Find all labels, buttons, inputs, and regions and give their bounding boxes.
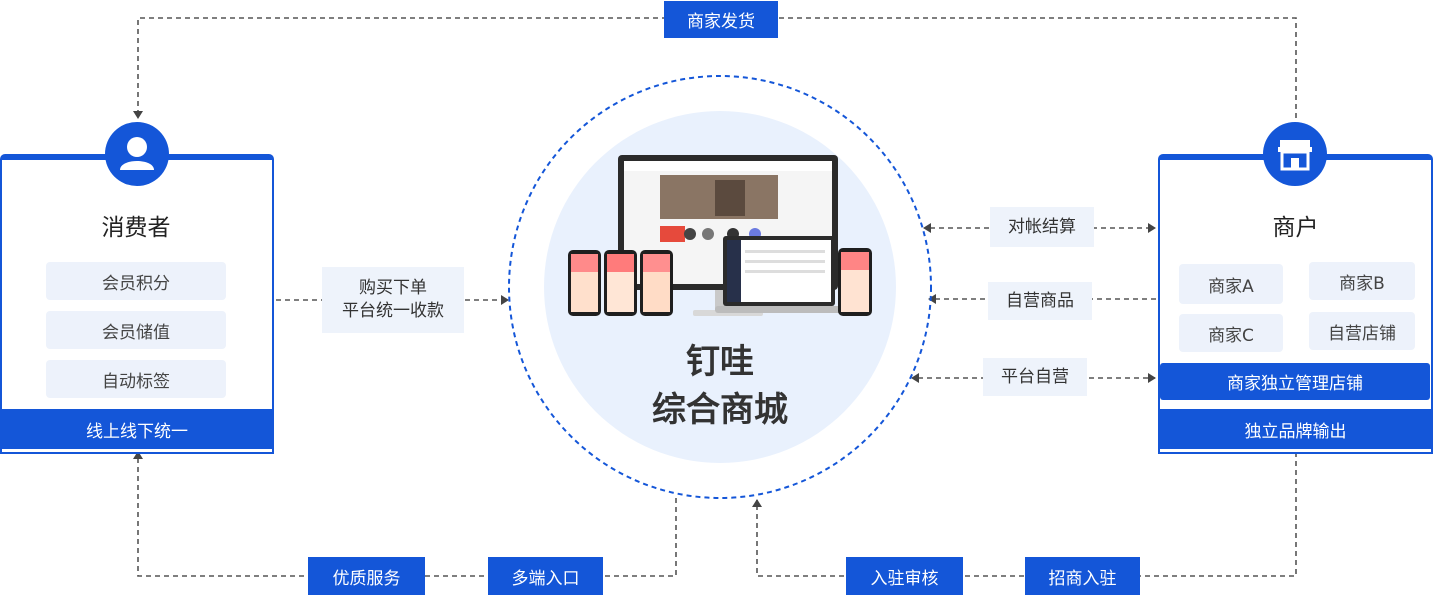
self-operated-label: 平台自营 (983, 358, 1087, 396)
ship-label: 商家发货 (664, 1, 778, 38)
purchase-label: 购买下单 平台统一收款 (322, 267, 464, 333)
consumer-panel (0, 154, 274, 454)
purchase-line1: 购买下单 (359, 278, 427, 298)
center-title-line1: 钉哇 (686, 342, 754, 382)
devices-illustration (568, 155, 872, 316)
center-title-line2: 综合商城 (652, 390, 788, 430)
purchase-line2: 平台统一收款 (342, 301, 444, 321)
consumer-item: 会员储值 (46, 311, 226, 349)
merchant-panel (1158, 154, 1433, 454)
user-icon (105, 122, 169, 186)
merchant-footer: 独立品牌输出 (1158, 409, 1433, 449)
consumer-title: 消费者 (101, 215, 171, 241)
settlement-label: 对帐结算 (990, 207, 1094, 247)
merchant-item: 商家C (1179, 314, 1283, 352)
service-label: 优质服务 (308, 557, 425, 595)
merchant-title: 商户 (1272, 215, 1319, 241)
merchant-item: 商家A (1179, 264, 1283, 304)
self-goods-label: 自营商品 (988, 282, 1092, 320)
recruit-label: 招商入驻 (1025, 557, 1140, 595)
consumer-footer: 线上线下统一 (0, 409, 274, 449)
merchant-band: 商家独立管理店铺 (1160, 363, 1430, 400)
store-icon (1263, 122, 1327, 186)
consumer-item: 自动标签 (46, 360, 226, 398)
consumer-item: 会员积分 (46, 262, 226, 300)
merchant-item: 商家B (1309, 262, 1415, 300)
merchant-item: 自营店铺 (1309, 312, 1415, 350)
multi-entry-label: 多端入口 (488, 557, 603, 595)
review-label: 入驻审核 (846, 557, 963, 595)
